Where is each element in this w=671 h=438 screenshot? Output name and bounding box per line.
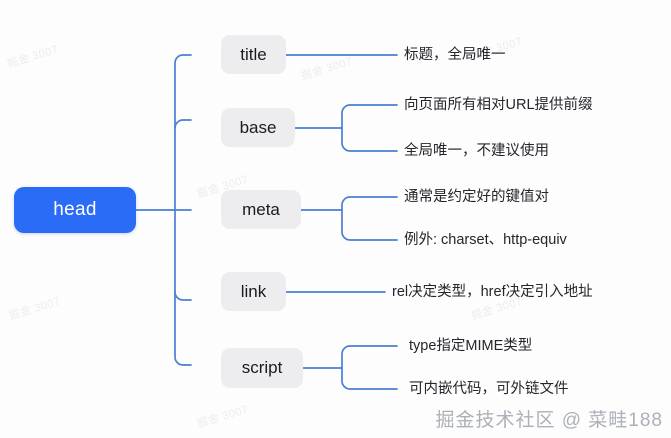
root-node-head[interactable]: head: [14, 187, 136, 233]
leaf-script-0: type指定MIME类型: [409, 338, 533, 354]
watermark-tile: 掘金 3007: [299, 55, 354, 83]
edge-trunk-to-link: [174, 291, 192, 301]
edge-script-fork: [341, 345, 398, 390]
leaf-base-1: 全局唯一，不建议使用: [404, 143, 549, 159]
watermark-tile: 掘金 3007: [7, 295, 62, 323]
branch-node-title[interactable]: title: [221, 35, 286, 74]
leaf-meta-0: 通常是约定好的键值对: [404, 189, 549, 205]
leaf-script-1: 可内嵌代码，可外链文件: [409, 381, 569, 397]
branch-node-label: link: [240, 281, 267, 301]
root-node-label: head: [53, 199, 97, 220]
branch-node-base[interactable]: base: [221, 108, 295, 147]
branch-node-label: base: [239, 117, 277, 137]
branch-node-link[interactable]: link: [221, 272, 286, 311]
watermark-tile: 掘金 3007: [195, 403, 250, 431]
branch-node-script[interactable]: script: [221, 348, 303, 388]
leaf-meta-1: 例外: charset、http-equiv: [404, 232, 567, 248]
branch-node-label: script: [241, 358, 283, 377]
branch-node-label: title: [240, 44, 267, 64]
leaf-title-0: 标题，全局唯一: [404, 47, 506, 63]
watermark-tile: 掘金 3007: [5, 43, 60, 71]
leaf-link-0: rel决定类型，href决定引入地址: [392, 284, 593, 300]
edge-meta-fork: [341, 196, 398, 241]
leaf-base-0: 向页面所有相对URL提供前缀: [404, 97, 593, 113]
footer-watermark: 掘金技术社区 @ 菜畦188: [435, 410, 663, 431]
branch-node-label: meta: [242, 199, 280, 219]
edge-base-fork: [341, 104, 398, 152]
edge-trunk-to-base: [174, 119, 192, 129]
edge-trunk: [174, 54, 192, 366]
branch-node-meta[interactable]: meta: [221, 190, 301, 229]
